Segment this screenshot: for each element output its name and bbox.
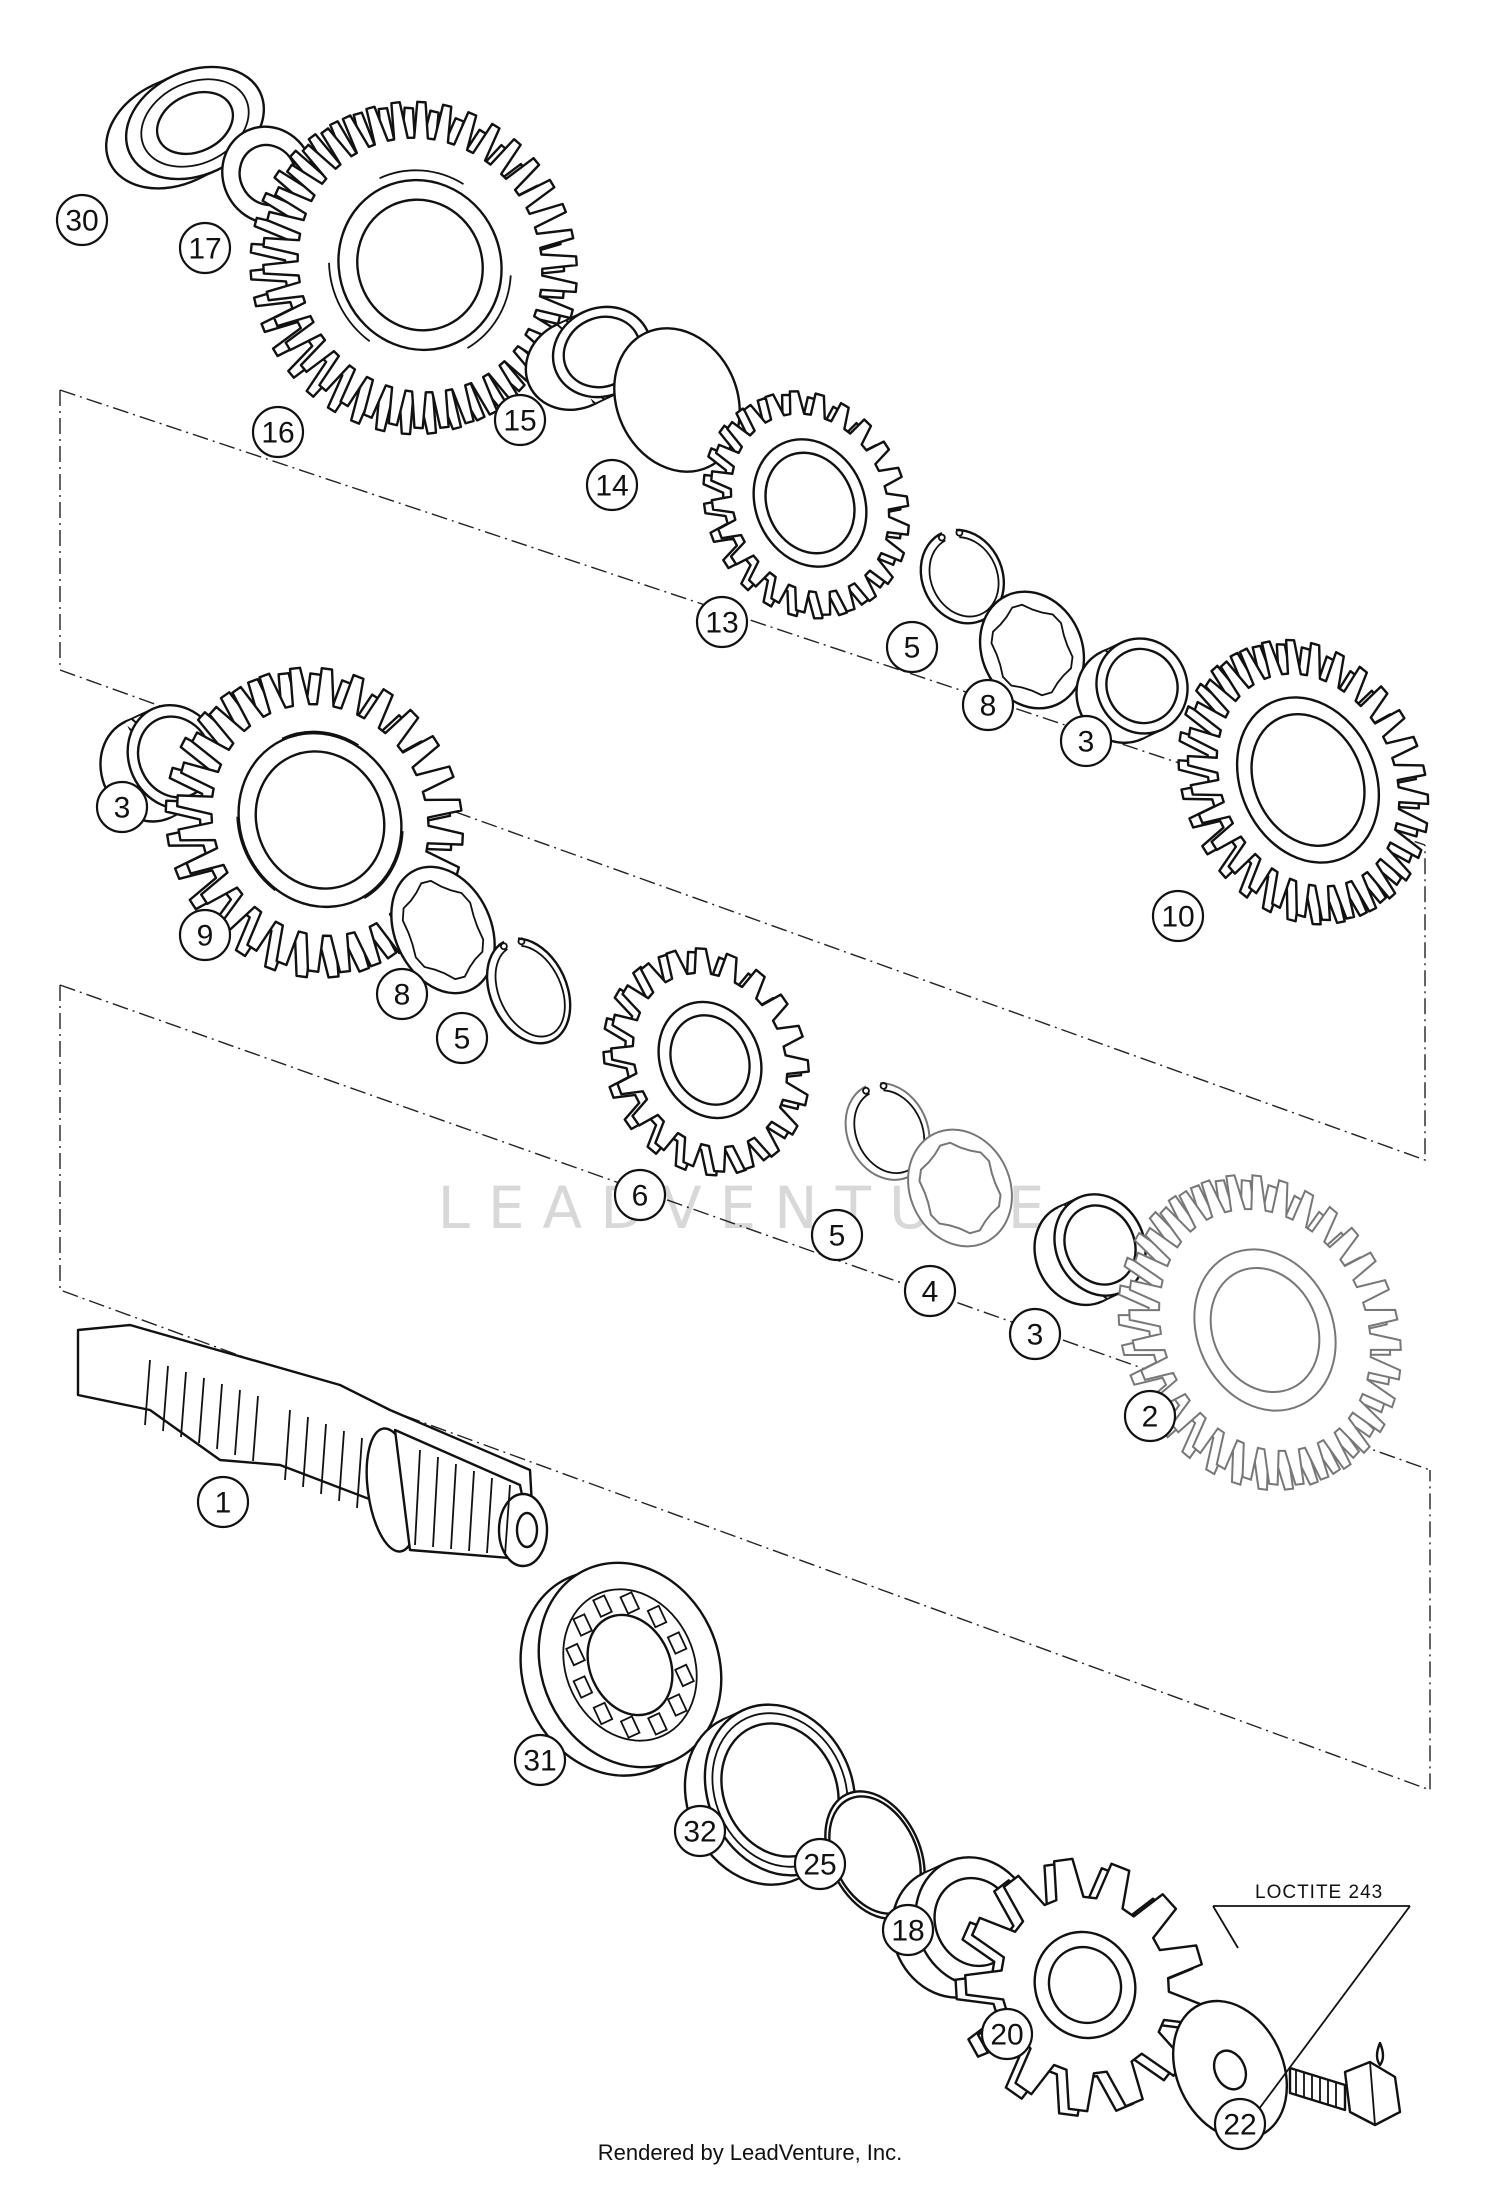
needle-bearing: [1075, 637, 1189, 744]
loctite-label: LOCTITE 243: [1255, 1882, 1383, 1903]
countershaft: [76, 1323, 549, 1568]
callout-3: 3: [95, 780, 149, 834]
callout-15: 15: [493, 393, 547, 447]
sprocket: [915, 1820, 1246, 2155]
gear-6: [568, 916, 845, 1208]
callout-label: 13: [705, 607, 738, 640]
callout-30: 30: [55, 193, 109, 247]
callout-5: 5: [810, 1208, 864, 1262]
callout-label: 15: [503, 405, 536, 438]
gear-10: [1134, 600, 1472, 963]
callout-label: 5: [904, 632, 921, 665]
callout-25: 25: [793, 1837, 847, 1891]
spline-washer: [907, 1128, 1013, 1248]
callout-label: 32: [683, 1816, 716, 1849]
callout-label: 5: [454, 1023, 471, 1056]
callout-label: 9: [197, 920, 214, 953]
callout-5: 5: [885, 620, 939, 674]
callout-label: 5: [829, 1220, 846, 1253]
callout-label: 25: [803, 1849, 836, 1882]
footer-credit: Rendered by LeadVenture, Inc.: [597, 2140, 903, 2165]
callout-10: 10: [1151, 889, 1205, 943]
parts-layer: [76, 50, 1472, 2155]
callout-label: 3: [1078, 726, 1095, 759]
callout-label: 16: [261, 417, 294, 450]
callout-label: 6: [632, 1180, 649, 1213]
callout-label: 14: [595, 470, 628, 503]
callout-8: 8: [375, 967, 429, 1021]
callout-18: 18: [881, 1903, 935, 1957]
callout-label: 8: [980, 690, 997, 723]
callout-label: 22: [1223, 2109, 1256, 2142]
loctite-note: LOCTITE 243: [1212, 1882, 1411, 2126]
callout-label: 1: [215, 1487, 232, 1520]
callout-label: 31: [523, 1745, 556, 1778]
callout-6: 6: [613, 1168, 667, 1222]
circlip: [485, 937, 572, 1045]
callout-label: 8: [394, 979, 411, 1012]
callout-14: 14: [585, 458, 639, 512]
callout-1: 1: [196, 1475, 250, 1529]
bolt: [1288, 2060, 1402, 2127]
o-ring: [824, 1790, 926, 1920]
gear-13: [668, 359, 945, 651]
callout-22: 22: [1213, 2097, 1267, 2151]
callout-8: 8: [961, 678, 1015, 732]
callout-label: 18: [891, 1915, 924, 1948]
thrust-washer: [613, 327, 741, 473]
callout-32: 32: [673, 1804, 727, 1858]
callout-label: 17: [188, 233, 221, 266]
callout-13: 13: [695, 595, 749, 649]
needle-bearing: [1033, 1193, 1147, 1307]
callout-17: 17: [178, 221, 232, 275]
spline-washer: [978, 590, 1086, 710]
callout-label: 30: [65, 205, 98, 238]
circlip: [844, 1081, 931, 1181]
gear-9: [116, 621, 512, 1025]
callout-3: 3: [1059, 714, 1113, 768]
callout-label: 2: [1142, 1401, 1159, 1434]
callout-31: 31: [513, 1733, 567, 1787]
callout-16: 16: [251, 405, 305, 459]
callout-label: 4: [922, 1276, 939, 1309]
callout-3: 3: [1008, 1307, 1062, 1361]
roller-bearing: [519, 1561, 723, 1777]
gear-16: [197, 50, 630, 486]
callout-2: 2: [1123, 1389, 1177, 1443]
callout-4: 4: [903, 1264, 957, 1318]
callout-label: 3: [1027, 1319, 1044, 1352]
callout-9: 9: [178, 908, 232, 962]
callout-5: 5: [435, 1011, 489, 1065]
callout-20: 20: [980, 2007, 1034, 2061]
gear-2: [1069, 1130, 1450, 1534]
callout-label: 10: [1161, 901, 1194, 934]
adhesive-drop-icon: [1375, 2041, 1385, 2067]
callout-label: 20: [990, 2019, 1023, 2052]
circlip: [919, 528, 1006, 625]
spline-washer: [390, 865, 496, 995]
callout-label: 3: [114, 792, 131, 825]
